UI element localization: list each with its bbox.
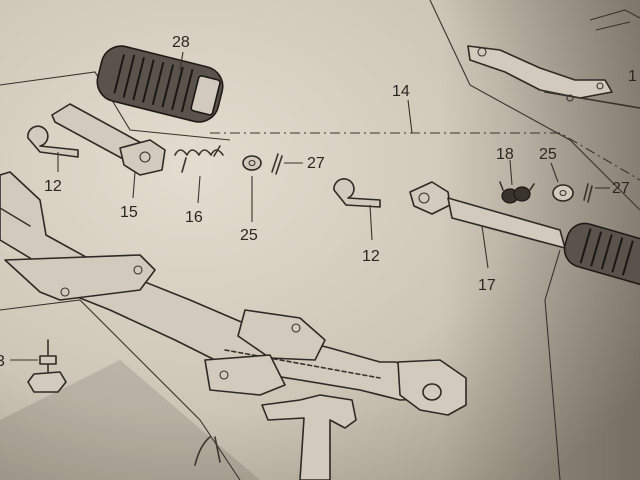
bracket-hole (566, 94, 574, 102)
frame-bracket-lower (204, 354, 286, 396)
bracket-hole (291, 323, 301, 333)
washer-25-right (552, 184, 574, 202)
footpeg-rubber-right (563, 222, 640, 289)
frame-weld-seam (224, 349, 381, 379)
bracket-hole (219, 370, 229, 380)
part-label-28: 28 (172, 34, 190, 51)
part-label-15: 15 (120, 204, 138, 221)
footpeg-rubber-28 (96, 45, 224, 123)
frame-lower-stub (261, 394, 357, 480)
leader-16 (197, 175, 201, 204)
corner-sketch (589, 9, 640, 31)
frame-bracket-center (237, 309, 326, 361)
return-spring-16 (174, 145, 224, 173)
gusset-hole (133, 265, 143, 275)
bracket-hole (477, 47, 487, 57)
bracket-pivot-hole (418, 192, 430, 204)
part-label-18: 18 (496, 146, 514, 163)
gusset-hole (60, 287, 70, 297)
washer-hole (248, 159, 256, 167)
return-spring-18 (499, 181, 535, 204)
frame-pivot-hole (422, 383, 442, 401)
part-label-14: 14 (392, 83, 410, 100)
pivot-pin-12-middle (333, 178, 381, 208)
part-label-25-right: 25 (539, 146, 557, 163)
bolt-part-3 (27, 339, 67, 393)
frame-gusset-left (4, 254, 156, 301)
leader-18 (509, 159, 513, 186)
washer-hole (559, 189, 567, 197)
bracket-pivot-hole (139, 151, 151, 163)
leader-28 (179, 51, 184, 71)
stand-spring-bottom (194, 436, 221, 466)
page-shadow (0, 360, 260, 480)
cotter-pin-27-right (583, 183, 593, 203)
leader-25-right (550, 162, 559, 183)
frame-panel-outline-right (429, 0, 640, 211)
washer-25-left (242, 155, 262, 171)
leader-15 (132, 171, 136, 199)
part-label-25-left: 25 (240, 227, 258, 244)
part-label-12-left: 12 (44, 178, 62, 195)
pivot-pin-12-left (27, 125, 79, 158)
assembly-axis-line (210, 132, 640, 181)
part-label-27-right: 27 (612, 180, 630, 197)
leader-14 (407, 99, 413, 134)
footpeg-bracket-15 (119, 139, 166, 176)
leader-17 (481, 225, 489, 269)
part-label-17: 17 (478, 277, 496, 294)
frame-panel-outline-left (0, 299, 241, 480)
part-label-16: 16 (185, 209, 203, 226)
upper-bracket (467, 45, 613, 99)
part-label-1-partial: 1 (628, 68, 637, 85)
frame-tube-edge (0, 207, 31, 227)
upper-bracket-edge (544, 91, 640, 109)
part-label-3-partial: 3 (0, 353, 5, 370)
part-label-27-left: 27 (307, 155, 325, 172)
part-label-12-middle: 12 (362, 248, 380, 265)
leader-12-middle (369, 204, 373, 241)
frame-panel-outline-lower-right (544, 249, 561, 480)
cotter-pin-27-left (271, 153, 283, 175)
bracket-hole (596, 82, 604, 90)
